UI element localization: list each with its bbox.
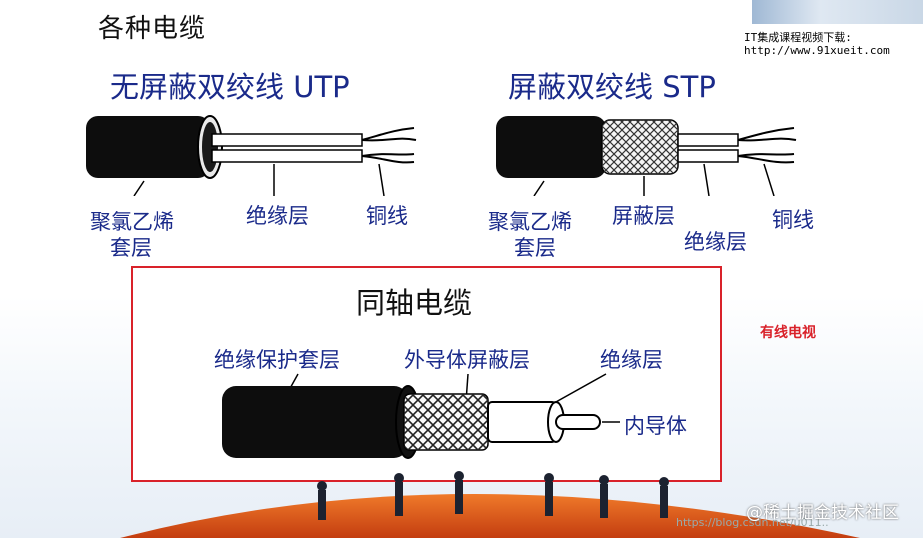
coax-label-jacket: 绝缘保护套层 [214, 348, 340, 372]
coax-label-inner: 内导体 [624, 414, 687, 438]
coax-label-outer-shield: 外导体屏蔽层 [404, 348, 530, 372]
utp-label-insulation: 绝缘层 [246, 204, 309, 228]
coax-label-insulation: 绝缘层 [600, 348, 663, 372]
stp-label-copper: 铜线 [772, 208, 814, 232]
coax-heading: 同轴电缆 [356, 286, 473, 320]
stp-heading: 屏蔽双绞线 STP [508, 70, 716, 104]
watermark-line-1: IT集成课程视频下载: [744, 31, 852, 44]
stp-label-jacket-line2: 套层 [514, 236, 556, 260]
stp-label-shield: 屏蔽层 [612, 204, 675, 228]
stp-label-insulation: 绝缘层 [684, 230, 747, 254]
cable-tv-note: 有线电视 [760, 325, 816, 341]
decorative-globe-people [120, 471, 860, 538]
slide-title: 各种电缆 [98, 14, 207, 44]
utp-label-copper: 铜线 [366, 204, 408, 228]
utp-cable-illustration [86, 115, 417, 196]
stp-cable-illustration [496, 116, 797, 196]
watermark-line-2: http://www.91xueit.com [744, 44, 890, 57]
juejin-watermark: @稀土掘金技术社区 [746, 503, 899, 523]
coax-cable-illustration [222, 373, 620, 459]
presenter-video-thumbnail [752, 0, 923, 24]
stp-label-jacket-line1: 聚氯乙烯 [488, 210, 572, 234]
utp-label-jacket-line2: 套层 [110, 236, 152, 260]
utp-label-jacket-line1: 聚氯乙烯 [90, 210, 174, 234]
utp-heading: 无屏蔽双绞线 UTP [110, 70, 350, 104]
csdn-watermark: https://blog.csdn.net/u011.. [676, 516, 829, 529]
